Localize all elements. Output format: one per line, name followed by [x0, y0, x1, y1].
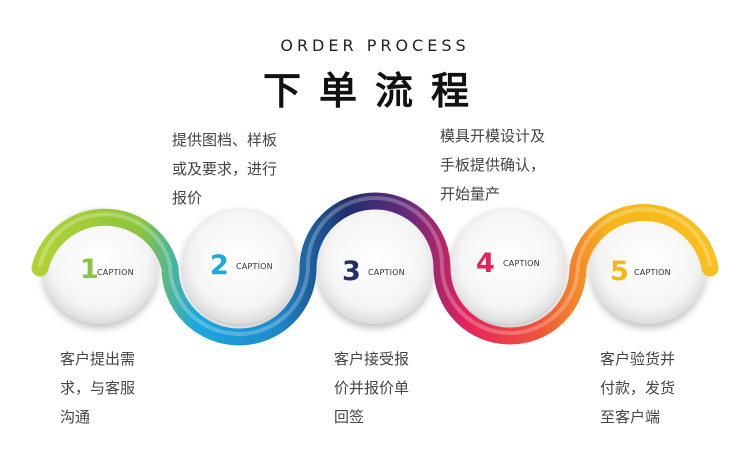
step-2-description: 提供图档、样板 或及要求，进行 报价	[172, 131, 278, 207]
step-3-number: 3	[342, 256, 361, 287]
step-2-number: 2	[210, 250, 229, 281]
step-disc-4	[450, 208, 566, 324]
step-2-caption: CAPTION	[236, 262, 273, 271]
wave-highlight	[38, 196, 712, 336]
step-4-number: 4	[476, 248, 495, 279]
step-1-number: 1	[80, 254, 99, 285]
step-disc-2	[182, 208, 298, 324]
step-1-description: 客户提出需 求，与客服 沟通	[60, 350, 136, 426]
step-3-description: 客户接受报 价并报价单 回签	[334, 350, 410, 426]
step-1-caption: CAPTION	[97, 268, 134, 277]
step-5-caption: CAPTION	[634, 268, 671, 277]
step-disc-5	[590, 208, 706, 324]
step-4-description: 模具开模设计及 手板提供确认， 开始量产	[440, 127, 546, 203]
step-disc-1	[42, 208, 158, 324]
title-english: ORDER PROCESS	[280, 36, 470, 55]
step-5-number: 5	[610, 256, 629, 287]
step-3-caption: CAPTION	[368, 268, 405, 277]
process-wave-band	[31, 192, 719, 346]
step-disc-3	[317, 208, 433, 324]
title-chinese: 下单流程	[262, 69, 487, 113]
step-5-description: 客户验货并 付款，发货 至客户端	[600, 350, 676, 426]
step-4-caption: CAPTION	[503, 259, 540, 268]
